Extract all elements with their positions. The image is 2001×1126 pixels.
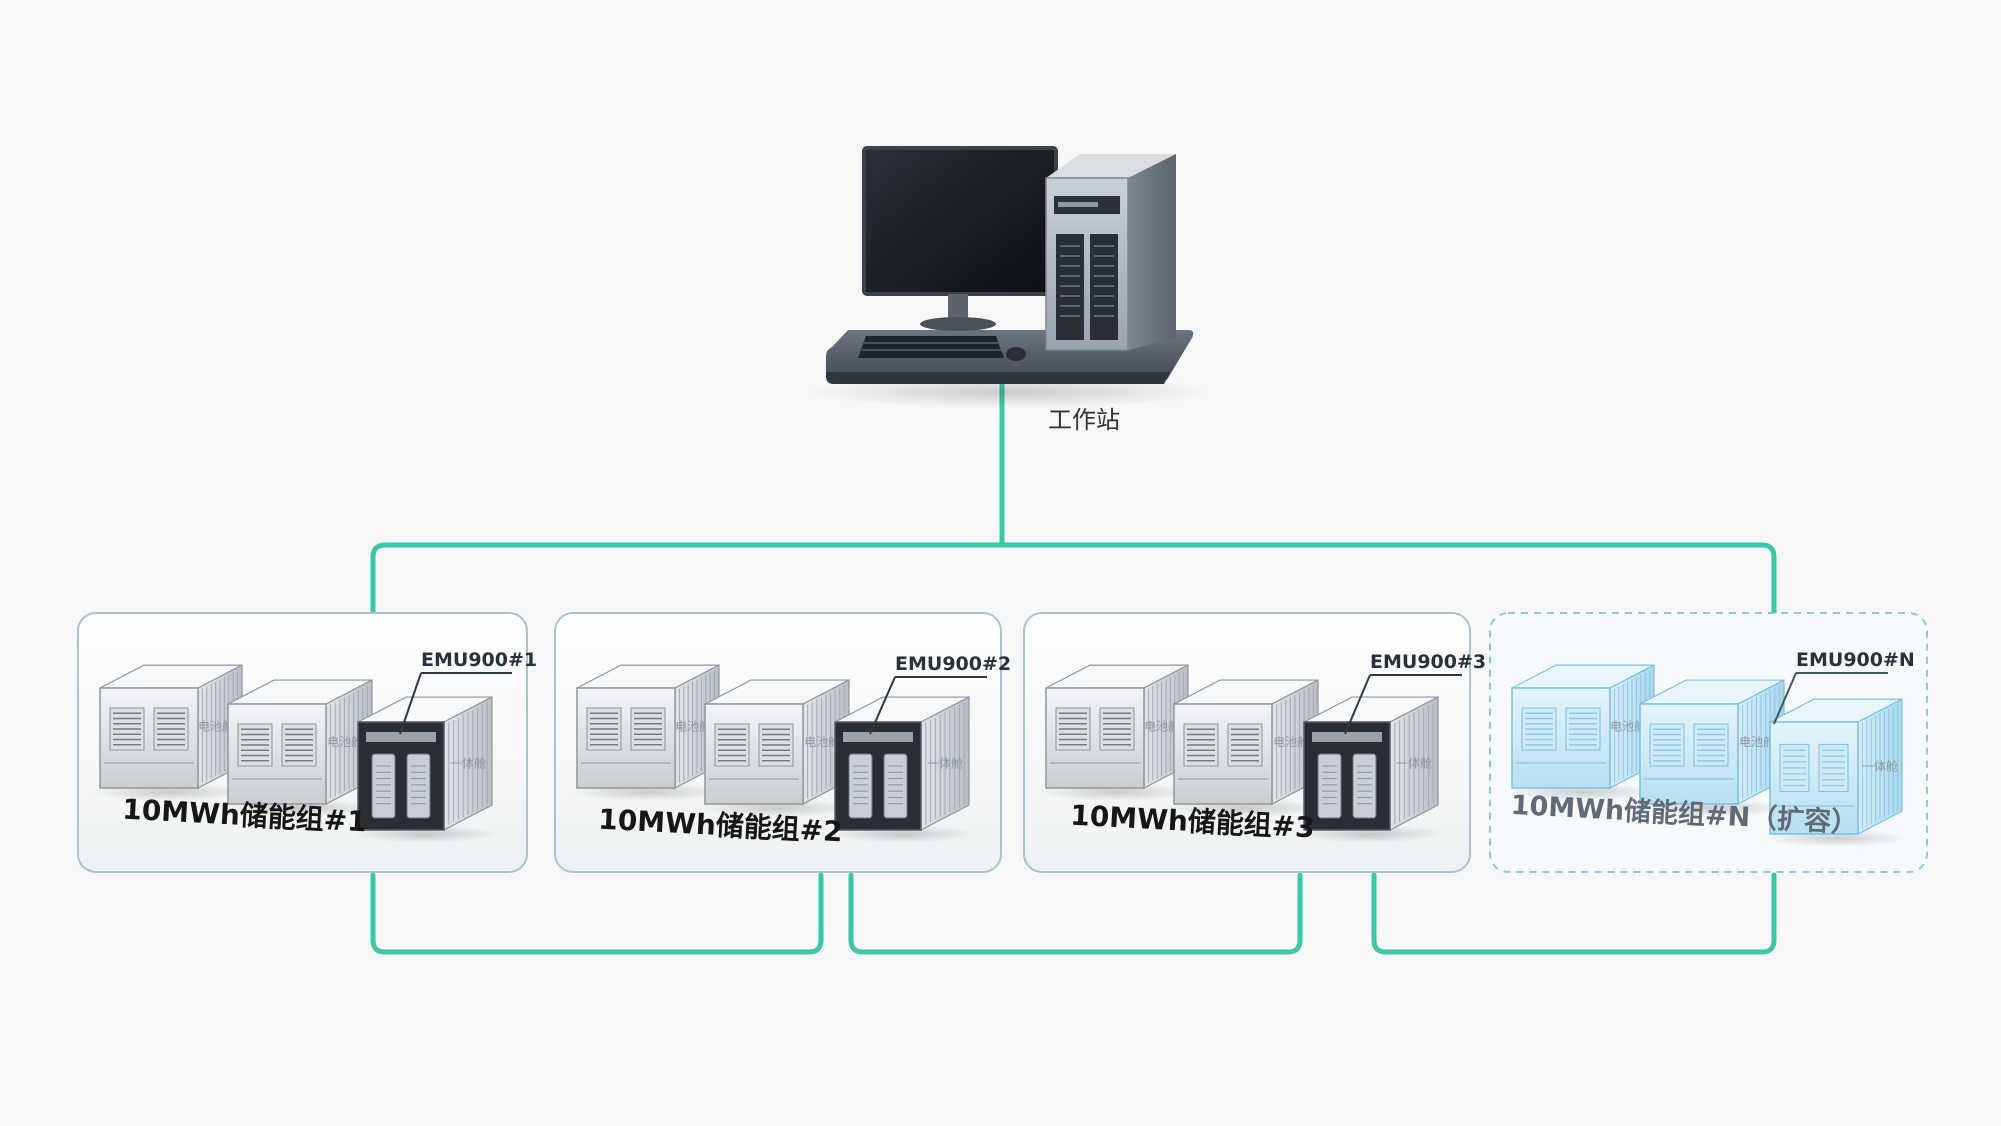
workstation-label: 工作站 [1048,406,1120,434]
emu-callout-n: EMU900#N [1773,649,1915,725]
emu-label-3: EMU900#3 [1370,651,1486,673]
workstation-icon [810,146,1210,408]
battery-container-1: 电池舱1 [1040,664,1194,801]
bottom-link-1-2 [370,872,824,955]
battery-container-1: 电池舱1 [1506,664,1660,801]
container-tag: 一体舱 [1862,760,1898,774]
bottom-link-3-n [1371,872,1777,955]
top-bus-line [370,542,1777,616]
tower-side [1128,154,1176,350]
container-tag: 一体舱 [450,757,486,771]
containers-layer: 电池舱1电池舱2一体舱电池舱1电池舱2一体舱电池舱1电池舱2一体舱电池舱1电池舱… [94,664,1908,847]
container-tag: 一体舱 [927,757,963,771]
combo-container: 一体舱 [352,696,498,843]
bottom-link-2-3 [848,872,1303,955]
battery-container-1: 电池舱1 [94,664,248,801]
combo-container: 一体舱 [1764,698,1908,847]
combo-container: 一体舱 [829,696,975,843]
emu-callout-2: EMU900#2 [869,653,1011,735]
battery-container-2: 电池舱2 [1634,679,1790,817]
battery-container-2: 电池舱2 [1168,679,1324,817]
emu-callout-3: EMU900#3 [1344,651,1486,735]
emu-label-1: EMU900#1 [421,649,537,671]
battery-container-2: 电池舱2 [699,679,855,817]
monitor-screen [862,146,1058,296]
keyboard [858,336,1004,358]
container-tag: 一体舱 [1396,757,1432,771]
mouse [1006,347,1026,361]
combo-container: 一体舱 [1298,696,1444,843]
emu-callout-1: EMU900#1 [399,649,537,735]
emu-label-2: EMU900#2 [895,653,1011,675]
emu-label-n: EMU900#N [1796,649,1915,671]
network-lines [370,380,1777,955]
